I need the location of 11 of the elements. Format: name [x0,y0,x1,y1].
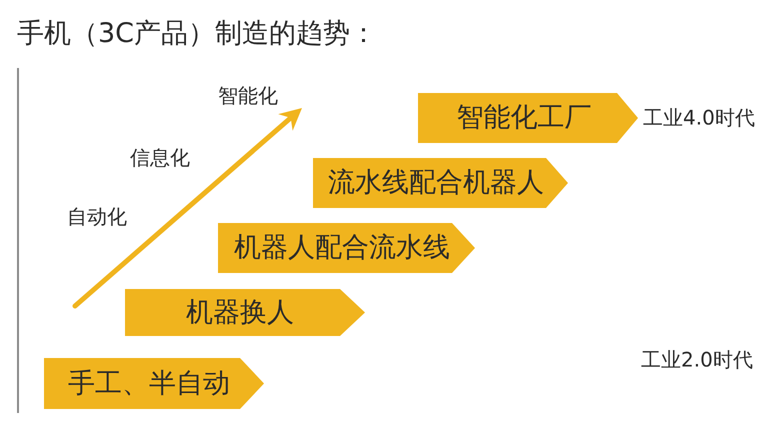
stage-label: 自动化 [67,206,127,228]
step-banner: 流水线配合机器人 [313,158,568,208]
stage-label: 智能化 [218,84,278,108]
step-banner: 机器换人 [125,289,365,336]
step-banner: 智能化工厂 [418,93,638,143]
stage-label: 信息化 [130,146,190,170]
step-banner: 手工、半自动 [44,358,264,409]
era-label: 工业4.0时代 [643,106,755,130]
era-label: 工业2.0时代 [641,348,753,372]
step-banner: 机器人配合流水线 [218,223,475,273]
title: 手机（3C产品）制造的趋势： [17,17,378,51]
